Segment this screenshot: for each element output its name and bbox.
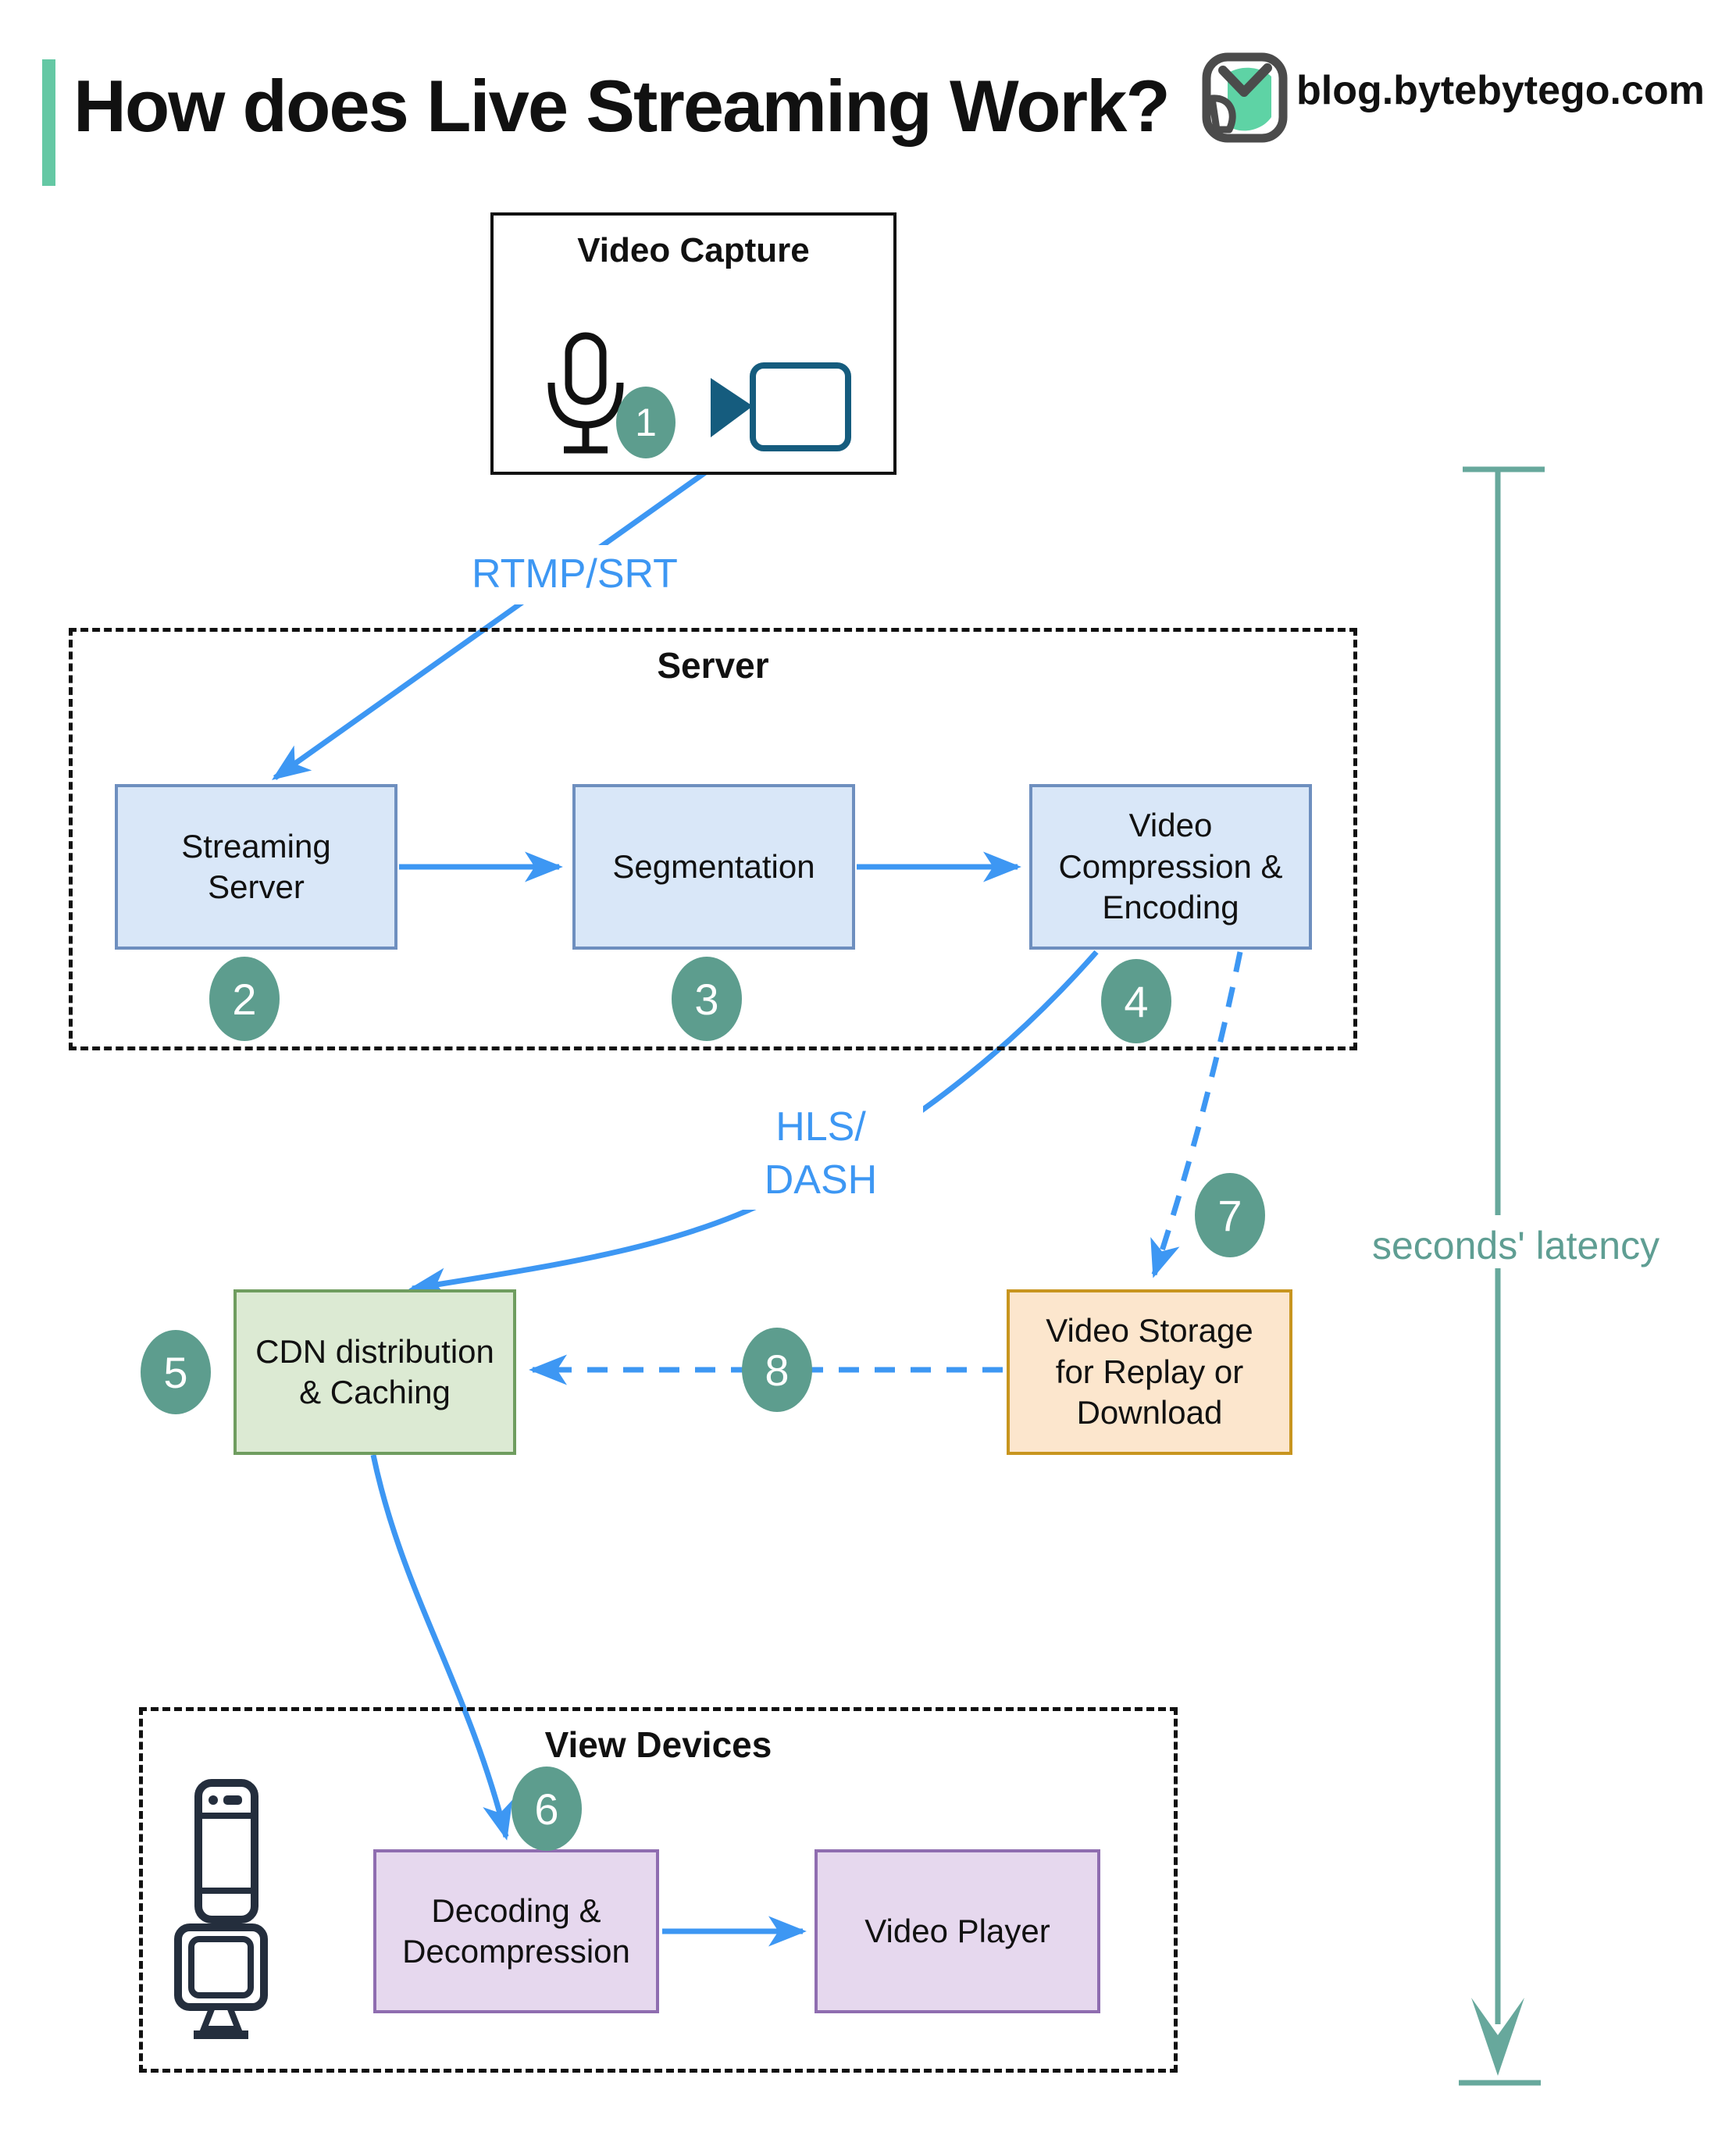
cdn-box: CDN distribution & Caching	[233, 1289, 516, 1455]
video-capture-box: Video Capture	[490, 212, 897, 475]
compression-to-storage-arrow	[1150, 951, 1243, 1278]
view-devices-group-box: View Devices	[139, 1707, 1178, 2073]
view-devices-title: View Devices	[544, 1724, 772, 1765]
hls-label-line2: DASH	[764, 1157, 878, 1203]
step-badge-4: 4	[1101, 959, 1171, 1043]
latency-label: seconds' latency	[1372, 1224, 1660, 1267]
hls-label-line1: HLS/	[775, 1104, 866, 1150]
step-badge-6: 6	[512, 1767, 582, 1851]
video-capture-title: Video Capture	[577, 231, 810, 269]
rtmp-label: RTMP/SRT	[445, 545, 704, 604]
smartphone-icon	[194, 1779, 258, 1923]
step-badge-3: 3	[672, 957, 742, 1041]
step-badge-2: 2	[209, 957, 280, 1041]
step-badge-1: 1	[616, 387, 676, 458]
step-badge-7: 7	[1195, 1173, 1265, 1257]
bytebytego-logo-icon	[1202, 52, 1288, 143]
decoding-box: Decoding & Decompression	[373, 1849, 659, 2013]
compression-box: Video Compression & Encoding	[1029, 784, 1312, 950]
title-accent-bar	[42, 59, 55, 186]
logo-text: blog.bytebytego.com	[1296, 68, 1705, 113]
step-badge-8: 8	[742, 1328, 812, 1412]
microphone-icon	[547, 332, 624, 454]
server-group-box: Server	[69, 628, 1357, 1050]
hls-dash-label: HLS/ DASH	[718, 1098, 923, 1210]
streaming-server-box: Streaming Server	[115, 784, 397, 950]
video-player-box: Video Player	[815, 1849, 1100, 2013]
latency-line	[1459, 466, 1545, 2086]
storage-box: Video Storage for Replay or Download	[1007, 1289, 1292, 1455]
segmentation-box: Segmentation	[572, 784, 855, 950]
step-badge-5: 5	[141, 1330, 211, 1414]
video-camera-icon	[711, 362, 851, 451]
cdn-to-decoding-arrow	[370, 1454, 513, 1841]
page-title: How does Live Streaming Work?	[73, 65, 1171, 147]
rtmp-arrow	[272, 469, 710, 780]
monitor-icon	[174, 1923, 268, 2039]
server-group-title: Server	[657, 645, 769, 686]
